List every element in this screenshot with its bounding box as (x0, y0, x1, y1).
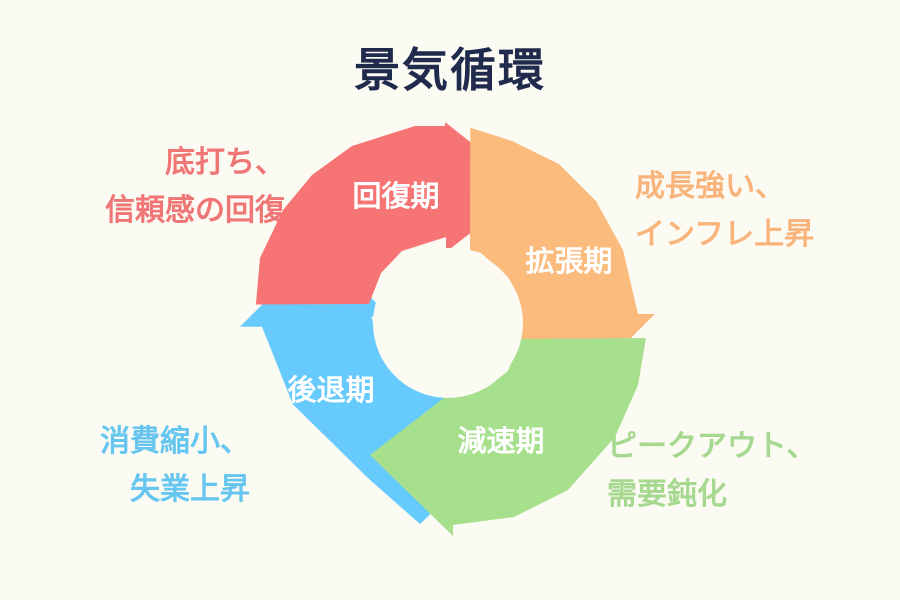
recovery-segment (255, 122, 528, 305)
slowdown-description-line-1: ピークアウト、 (607, 429, 817, 464)
slowdown-description-line-2: 需要鈍化 (607, 477, 727, 512)
expansion-description: 成長強い、 インフレ上昇 (635, 163, 814, 259)
expansion-description-line-2: インフレ上昇 (635, 217, 815, 252)
expansion-description-line-1: 成長強い、 (635, 169, 785, 204)
expansion-label: 拡張期 (525, 244, 612, 278)
recovery-label: 回復期 (352, 179, 439, 213)
slowdown-description: ピークアウト、 需要鈍化 (607, 423, 816, 519)
recovery-description-line-2: 信頼感の回復 (105, 193, 285, 228)
recession-description-line-2: 失業上昇 (130, 472, 250, 507)
center-hole (373, 248, 523, 398)
recession-description-line-1: 消費縮小、 (100, 424, 250, 459)
recession-description: 消費縮小、 失業上昇 (60, 418, 250, 514)
recovery-description-line-1: 底打ち、 (165, 145, 285, 180)
slowdown-label: 減速期 (457, 424, 544, 458)
page-title: 景気循環 (354, 43, 546, 97)
slowdown-segment (370, 338, 646, 536)
recovery-description: 底打ち、 信頼感の回復 (70, 139, 285, 235)
recession-label: 後退期 (287, 373, 374, 407)
